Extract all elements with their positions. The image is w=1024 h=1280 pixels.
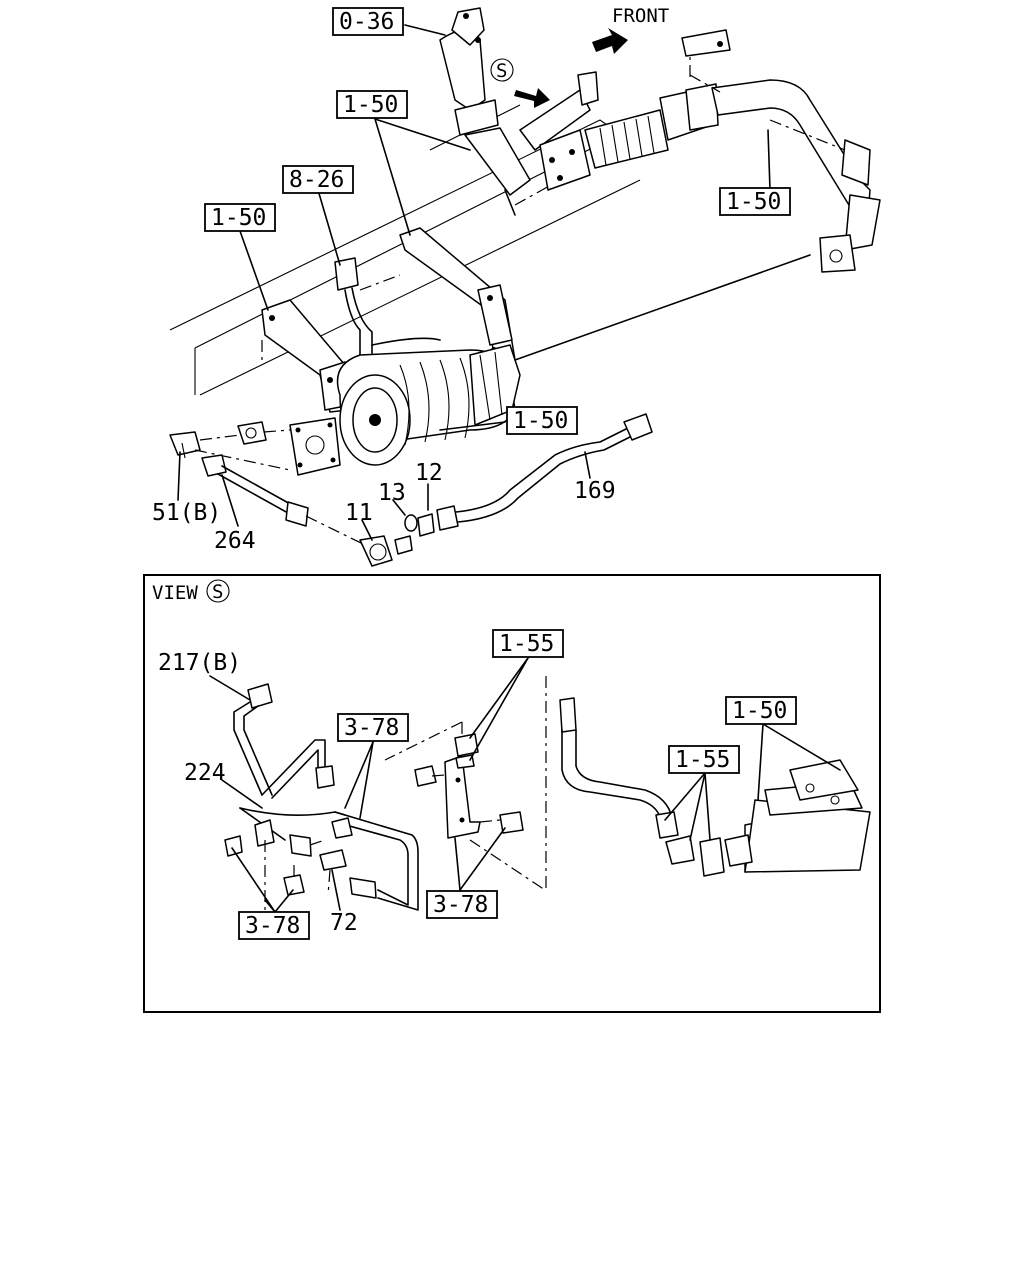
front-exhaust-pipe	[439, 7, 561, 216]
label-3-78-c: 3-78	[433, 892, 488, 918]
bracket-middle	[384, 721, 546, 891]
label-12: 12	[415, 460, 443, 486]
label-1-50-a: 1-50	[343, 92, 398, 118]
view-marker-upper: S	[496, 60, 507, 82]
label-224: 224	[184, 760, 226, 786]
catalytic-converter	[289, 254, 811, 476]
label-8-26: 8-26	[289, 167, 344, 193]
sensor-fitting-51b	[169, 421, 291, 471]
pipe-169	[455, 413, 653, 523]
label-1-50-b: 1-50	[726, 189, 781, 215]
label-3-78-b: 3-78	[245, 913, 300, 939]
label-0-36: 0-36	[339, 9, 394, 35]
labels-view: 217(B) 1-55 3-78 1-50 224 1-55 3-78 3-78…	[158, 629, 797, 940]
rear-exhaust-pipe	[681, 29, 881, 273]
label-11: 11	[345, 500, 373, 526]
view-s-frame	[143, 574, 881, 1013]
label-13: 13	[378, 480, 406, 506]
leaders-upper	[177, 24, 771, 541]
sensor-harness	[334, 257, 441, 363]
label-169: 169	[574, 478, 616, 504]
front-label: FRONT	[612, 5, 669, 27]
label-1-55-b: 1-55	[675, 747, 730, 773]
labels-upper: 0-36 FRONT S 1-50 1-50 8-26 1-50 1-50 51…	[152, 5, 791, 554]
label-3-78-a: 3-78	[344, 715, 399, 741]
leaders-view	[209, 657, 841, 913]
view-right-assembly	[545, 676, 871, 890]
view-marker-box: S	[212, 581, 223, 603]
pipe-217b-224	[233, 683, 419, 911]
view-s-arrow	[490, 58, 550, 108]
fitting-11-13-12	[359, 505, 459, 567]
label-72: 72	[330, 910, 358, 936]
label-217b: 217(B)	[158, 650, 241, 676]
view-label: VIEW	[152, 582, 198, 604]
label-1-50-c: 1-50	[211, 205, 266, 231]
clamps-3-78	[224, 817, 353, 935]
label-1-55-a: 1-55	[499, 631, 554, 657]
front-direction-arrow	[592, 28, 628, 54]
label-1-50-d: 1-50	[513, 408, 568, 434]
flex-joint	[519, 71, 719, 191]
view-s-heading: VIEW S	[152, 579, 230, 604]
hose-264	[201, 454, 366, 546]
label-264: 264	[214, 528, 256, 554]
label-51b: 51(B)	[152, 500, 221, 526]
label-1-50-e: 1-50	[732, 698, 787, 724]
